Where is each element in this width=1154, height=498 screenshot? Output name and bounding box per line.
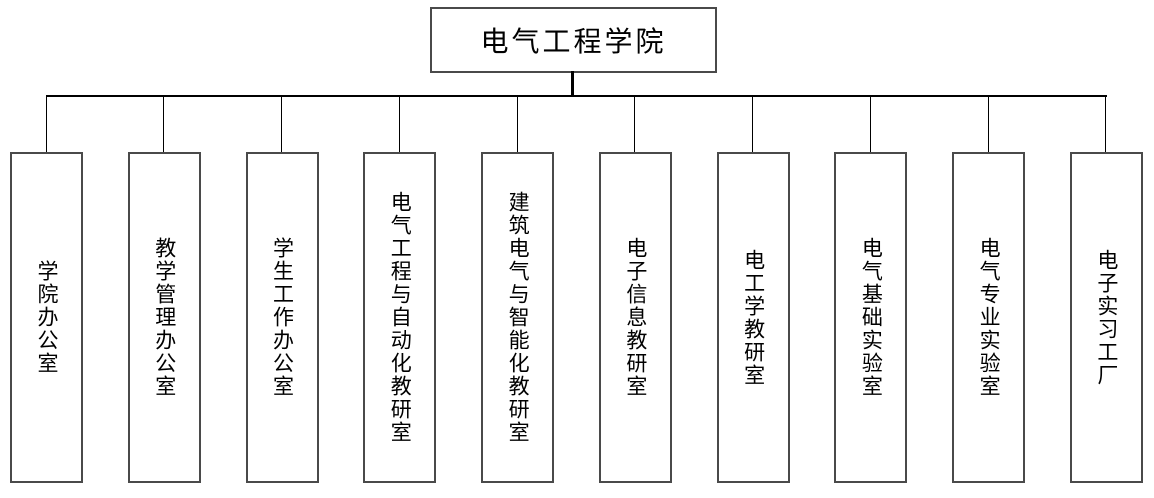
connector-drop-line (398, 97, 400, 152)
connector-drop-line (516, 97, 518, 152)
connector-stem-line (571, 71, 574, 97)
org-box-department: 电工学教研室 (716, 97, 790, 483)
department-label: 电子信息教研室 (623, 237, 648, 398)
org-box-department: 电子实习工厂 (1069, 97, 1143, 483)
org-box-department: 建筑电气与智能化教研室 (481, 97, 555, 483)
connector-drop-line (634, 97, 636, 152)
department-label: 电气专业实验室 (977, 237, 1002, 398)
org-box-department: 电气专业实验室 (952, 97, 1026, 483)
root-label: 电气工程学院 (480, 27, 667, 58)
org-box-department: 教学管理办公室 (127, 97, 201, 483)
department-label: 建筑电气与智能化教研室 (506, 191, 531, 444)
org-box-department: 学生工作办公室 (245, 97, 319, 483)
department-label: 教学管理办公室 (152, 237, 177, 398)
connector-drop-line (987, 97, 989, 152)
connector-drop-line (869, 97, 871, 152)
connector-drop-line (281, 97, 283, 152)
department-label: 电工学教研室 (741, 248, 766, 387)
org-box-root: 电气工程学院 (430, 7, 717, 73)
departments-row: 学院办公室 教学管理办公室 学生工作办公室 电气工程与自动化教研室 建筑电气与智… (10, 97, 1143, 483)
connector-drop-line (1105, 97, 1107, 152)
connector-drop-line (45, 97, 47, 152)
department-label: 电子实习工厂 (1094, 248, 1119, 387)
department-label: 学院办公室 (35, 260, 59, 375)
org-box-department: 电气工程与自动化教研室 (363, 97, 437, 483)
connector-drop-line (752, 97, 754, 152)
connector-rail-line (46, 95, 1107, 97)
org-box-department: 电气基础实验室 (834, 97, 908, 483)
org-box-department: 学院办公室 (10, 97, 83, 483)
org-box-department: 电子信息教研室 (598, 97, 672, 483)
department-label: 电气工程与自动化教研室 (388, 191, 413, 444)
department-label: 学生工作办公室 (270, 237, 295, 398)
connector-drop-line (163, 97, 165, 152)
department-label: 电气基础实验室 (859, 237, 884, 398)
